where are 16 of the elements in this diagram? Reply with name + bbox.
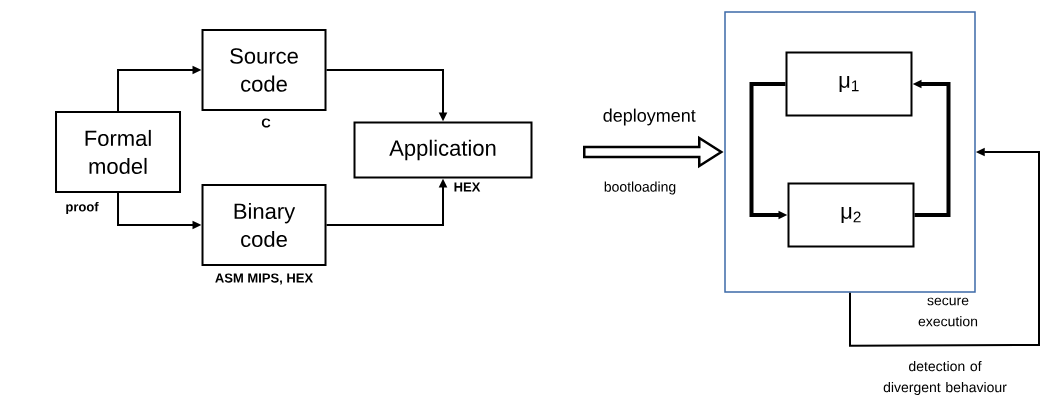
process-box: Application — [353, 121, 533, 179]
annotation: ASM MIPS, HEX — [215, 273, 313, 285]
process-box: Binary code — [201, 184, 327, 266]
annotation: C — [261, 118, 271, 128]
note: bootloading — [604, 181, 676, 195]
process-box: Source code — [201, 29, 327, 111]
block-arrow — [583, 135, 724, 169]
process-box: μ$_{1}$ — [785, 51, 913, 117]
annotation: proof — [66, 201, 99, 215]
process-box: μ$_{2}$ — [787, 182, 915, 248]
annotation: HEX — [454, 182, 481, 192]
note: detection of divergent behaviour — [883, 360, 1007, 395]
system-box — [724, 11, 976, 293]
note: secure execution — [918, 297, 978, 327]
process-box: Formal model — [55, 111, 181, 193]
edge-label: deployment — [603, 108, 696, 126]
